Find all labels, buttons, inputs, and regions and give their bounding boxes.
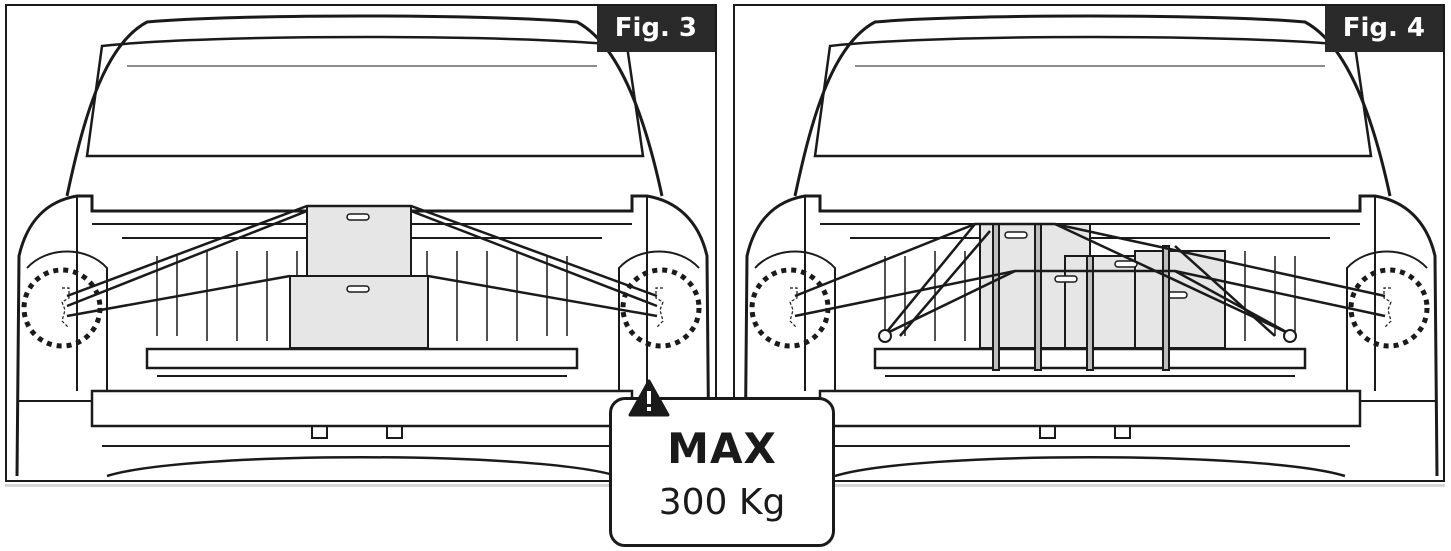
figure-label: Fig. 4 bbox=[1324, 6, 1443, 52]
warning-triangle-icon bbox=[628, 379, 670, 417]
anchor-highlight-left bbox=[749, 267, 831, 349]
figure-label: Fig. 3 bbox=[596, 6, 715, 52]
figure-3-panel: Fig. 3 bbox=[5, 4, 717, 482]
truck-bed-illustration-fig4 bbox=[743, 14, 1439, 478]
tie-down-straps bbox=[66, 204, 658, 318]
anchor-highlight-left bbox=[21, 267, 103, 349]
max-label: MAX bbox=[667, 424, 777, 473]
anchor-highlight-right bbox=[620, 267, 702, 349]
figure-4-panel: Fig. 4 bbox=[733, 4, 1445, 482]
anchor-highlight-right bbox=[1348, 267, 1430, 349]
cargo-box-right bbox=[1134, 250, 1226, 349]
tie-down-straps bbox=[794, 222, 1386, 337]
max-load-value: 300 Kg bbox=[658, 482, 786, 523]
max-load-badge: MAX 300 Kg bbox=[609, 397, 835, 547]
